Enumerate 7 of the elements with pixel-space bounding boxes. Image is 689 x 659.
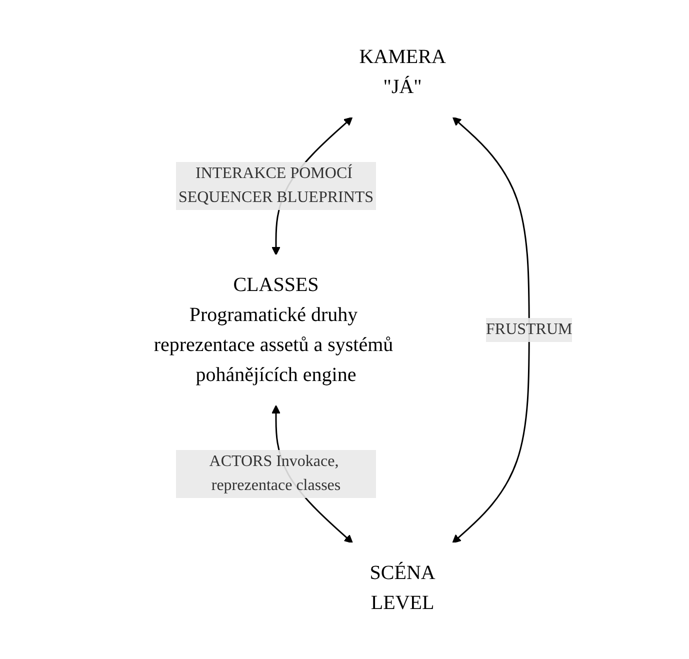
node-text: CLASSES Programatické druhy reprezentace assetů a systémů pohánějících engine <box>154 274 394 386</box>
edge-label: FRUSTRUM <box>486 320 573 338</box>
node-text: KAMERA "JÁ" <box>360 46 446 98</box>
node-text: SCÉNA LEVEL <box>370 562 436 614</box>
edge-label: ACTORS Invokace, reprezentace classes <box>210 452 341 494</box>
edge-label: INTERAKCE POMOCÍ SEQUENCER BLUEPRINTS <box>178 164 374 206</box>
arrow <box>452 116 530 543</box>
